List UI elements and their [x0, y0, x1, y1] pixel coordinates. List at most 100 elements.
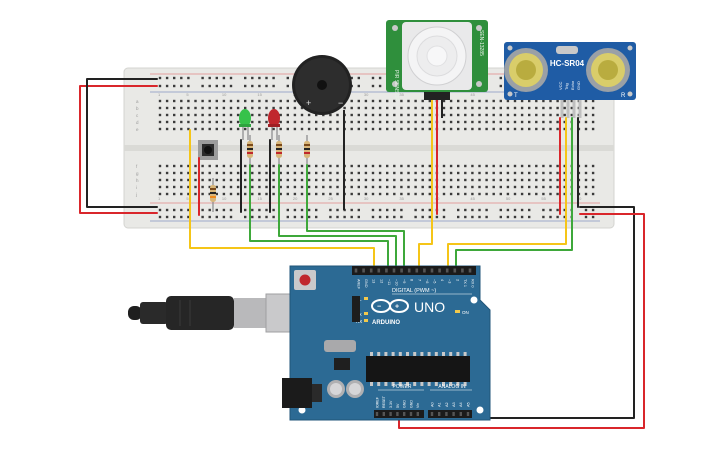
- ic-pin: [370, 382, 373, 386]
- rail-hole: [286, 84, 289, 88]
- rail-hole: [350, 76, 353, 80]
- breadboard-hole: [222, 106, 226, 110]
- breadboard-hole: [499, 178, 502, 182]
- breadboard-hole: [173, 106, 176, 110]
- breadboard-hole: [400, 120, 403, 124]
- breadboard-hole: [421, 192, 424, 196]
- rail-hole: [393, 208, 396, 212]
- breadboard-hole: [357, 171, 360, 175]
- breadboard-hole: [421, 106, 424, 110]
- wire-button-signal: [189, 129, 375, 272]
- rail-hole: [591, 215, 595, 219]
- breadboard-hole: [485, 106, 488, 110]
- rail-hole: [293, 215, 297, 219]
- breadboard-hole: [528, 185, 531, 189]
- breadboard-hole: [428, 99, 431, 103]
- rail-hole: [244, 208, 247, 212]
- breadboard-hole: [194, 120, 197, 124]
- breadboard-hole: [591, 185, 595, 189]
- breadboard-hole: [208, 99, 211, 103]
- breadboard-hole: [265, 185, 268, 189]
- breadboard-hole: [414, 106, 417, 110]
- breadboard-hole: [180, 113, 183, 117]
- breadboard-hole: [293, 106, 297, 110]
- rail-hole: [244, 215, 247, 219]
- breadboard-hole: [407, 164, 410, 168]
- breadboard-hole: [378, 120, 382, 124]
- buzzer-minus: −: [338, 98, 343, 108]
- breadboard-hole: [421, 164, 424, 168]
- resistor-button: [210, 178, 216, 212]
- breadboard-hole: [336, 113, 339, 117]
- rail-hole: [286, 215, 289, 219]
- digital-pin-socket: [445, 268, 449, 273]
- breadboard-hole: [307, 127, 311, 131]
- breadboard-hole: [449, 120, 453, 124]
- rail-hole: [208, 208, 211, 212]
- breadboard-hole: [272, 178, 275, 182]
- breadboard-hole: [393, 192, 396, 196]
- breadboard-hole: [520, 171, 524, 175]
- breadboard-hole: [279, 171, 282, 175]
- breadboard-hole: [201, 127, 204, 131]
- analog-pin-label: A2: [445, 402, 449, 407]
- breadboard-hole: [315, 171, 318, 175]
- breadboard-hole: [336, 127, 339, 131]
- breadboard-hole: [584, 178, 588, 182]
- ultrasonic-pin: [578, 100, 582, 118]
- breadboard-hole: [336, 185, 339, 189]
- breadboard-hole: [293, 192, 297, 196]
- breadboard-hole: [350, 185, 353, 189]
- power-pin-label: GND: [403, 400, 407, 408]
- digital-pin-socket: [400, 268, 403, 273]
- breadboard-hole: [329, 164, 332, 168]
- ic-pin: [391, 352, 395, 356]
- breadboard-hole: [393, 127, 396, 131]
- column-number: 35: [399, 92, 404, 97]
- wire-buzzer-signal: [306, 164, 405, 272]
- column-number: 30: [364, 196, 369, 201]
- breadboard-hole: [279, 178, 282, 182]
- breadboard-hole: [371, 120, 375, 124]
- rail-hole: [528, 208, 531, 212]
- pir-sensor: PIR SENSOR SEN-13285: [386, 20, 488, 118]
- breadboard-hole: [549, 164, 552, 168]
- ic-pin: [370, 352, 373, 356]
- breadboard-hole: [173, 99, 176, 103]
- digital-pin-label: TX 1: [463, 279, 467, 287]
- breadboard-hole: [173, 185, 176, 189]
- breadboard-hole: [215, 171, 218, 175]
- breadboard-hole: [279, 120, 282, 124]
- rail-hole: [357, 76, 360, 80]
- breadboard-hole: [165, 171, 169, 175]
- ultrasonic-model: HC-SR04: [550, 59, 585, 68]
- breadboard-hole: [236, 178, 240, 182]
- breadboard-hole: [520, 99, 524, 103]
- breadboard-hole: [400, 171, 403, 175]
- breadboard-hole: [307, 171, 311, 175]
- power-pin-socket: [382, 412, 385, 416]
- breadboard-hole: [485, 192, 488, 196]
- breadboard-hole: [322, 120, 325, 124]
- breadboard-hole: [350, 120, 353, 124]
- rail-hole: [435, 215, 439, 219]
- rail-hole: [329, 215, 332, 219]
- breadboard-hole: [329, 185, 332, 189]
- breadboard-hole: [570, 99, 573, 103]
- digital-pin-socket: [362, 268, 365, 273]
- digital-pin-socket: [407, 268, 411, 273]
- ic-pin: [456, 352, 460, 356]
- breadboard-hole: [258, 171, 261, 175]
- breadboard-hole: [386, 171, 389, 175]
- breadboard-hole: [315, 127, 318, 131]
- rail-hole: [165, 84, 169, 88]
- power-pin-socket: [403, 412, 406, 416]
- rail-hole: [371, 208, 375, 212]
- rail-hole: [457, 208, 460, 212]
- breadboard-hole: [229, 185, 233, 189]
- breadboard-hole: [535, 113, 538, 117]
- breadboard-hole: [478, 106, 481, 110]
- breadboard-hole: [520, 120, 524, 124]
